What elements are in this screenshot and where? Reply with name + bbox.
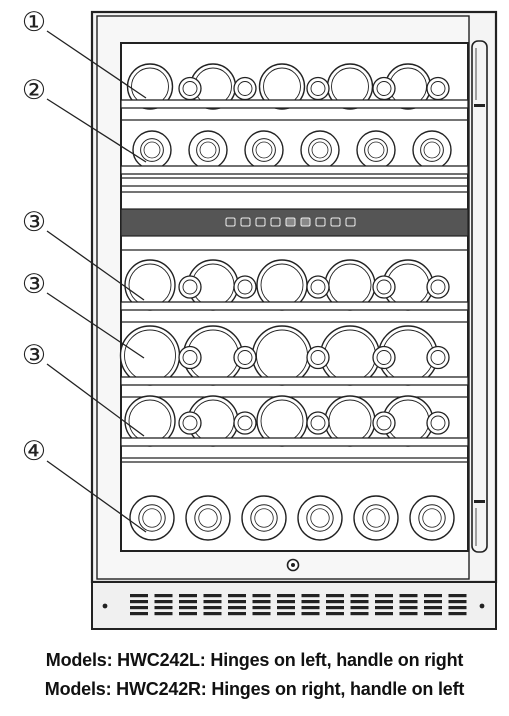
callout-number-4: ③ [22,269,46,300]
callout-2: ② [22,75,147,163]
control-button-9 [345,217,356,227]
callout-number-6: ④ [22,436,46,467]
callouts: ① ② ③ ③ ③ ④ [22,7,147,533]
control-button-4 [270,217,281,227]
kick-plate [91,581,497,630]
callout-number-2: ② [22,75,46,106]
vent-grille [130,594,467,616]
control-button-3 [255,217,266,227]
shelf-2 [120,130,469,187]
control-panel [120,208,469,237]
callout-number-3: ③ [22,207,46,238]
shelf-5 [120,395,469,459]
callout-1: ① [22,7,147,99]
callout-3: ③ [22,207,145,301]
callout-number-5: ③ [22,340,46,371]
control-button-7 [315,217,326,227]
shelves [119,63,469,541]
door-handle [471,40,488,553]
caption-line-2: Models: HWC242R: Hinges on right, handle… [44,679,465,699]
control-button-5 [285,217,296,227]
callout-4: ③ [22,269,145,359]
shelf-6 [129,495,455,541]
callout-5: ③ [22,340,145,437]
lock-icon [286,558,300,572]
callout-6: ④ [22,436,147,533]
control-button-1 [225,217,236,227]
callout-number-1: ① [22,7,46,38]
shelf-1 [120,63,469,121]
control-button-8 [330,217,341,227]
shelf-3 [120,259,469,323]
control-button-2 [240,217,251,227]
control-button-6 [300,217,311,227]
shelf-4 [119,325,469,398]
caption-line-1: Models: HWC242L: Hinges on left, handle … [45,650,464,670]
